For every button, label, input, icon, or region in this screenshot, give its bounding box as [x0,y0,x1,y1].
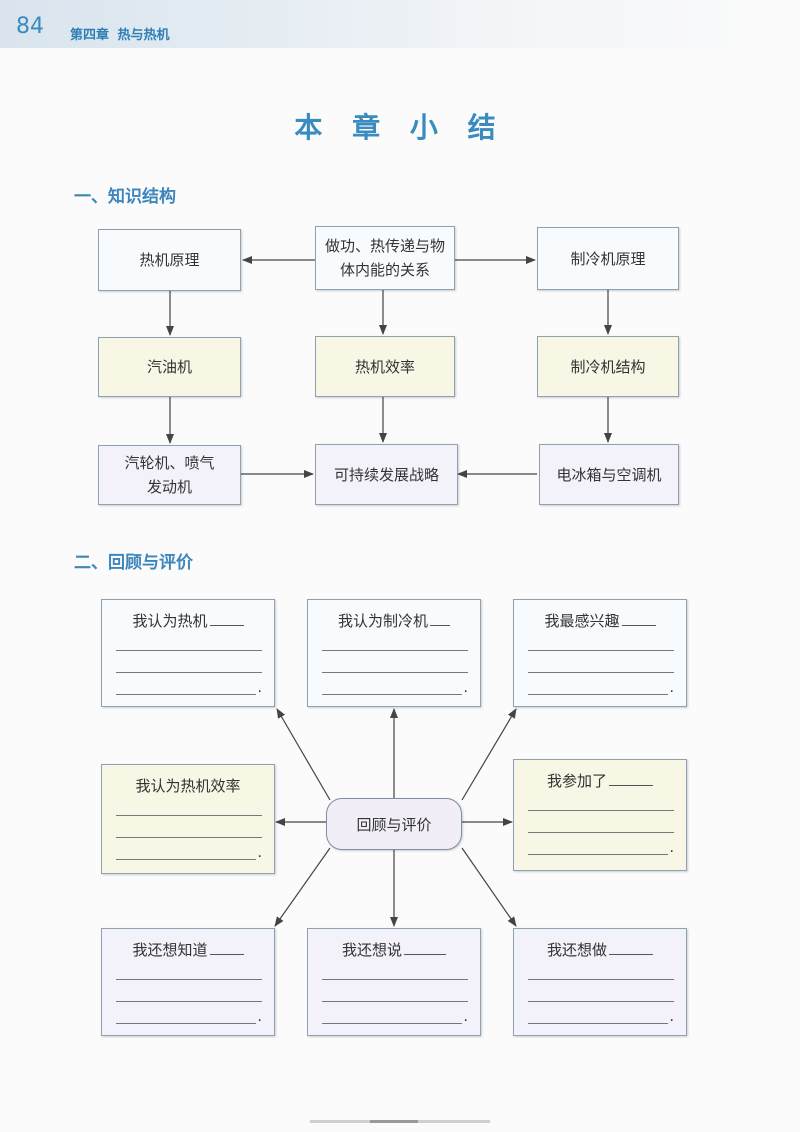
node-work-heat-internal-energy: 做功、热传递与物体内能的关系 [315,226,455,290]
review-box-fridge: 我认为制冷机 . [307,599,481,707]
section-knowledge-structure: 一、知识结构 [74,187,176,207]
review-box-want-to-say: 我还想说 . [307,928,481,1036]
header-band [0,0,800,48]
review-center-node: 回顾与评价 [326,798,462,850]
review-box-participated: 我参加了 . [513,759,687,871]
arrow-review-down-left [274,847,331,927]
arrow-review-up-left [276,708,331,801]
review-box-heat-engine: 我认为热机 . [101,599,275,707]
review-box-want-to-know: 我还想知道 . [101,928,275,1036]
node-fridge-aircon: 电冰箱与空调机 [539,444,679,505]
page-number: 84 [16,14,44,39]
review-box-want-to-do: 我还想做 . [513,928,687,1036]
node-fridge-principle: 制冷机原理 [537,227,679,290]
arrow-review-down-right [461,847,517,927]
arrow-review-up-right [461,708,517,801]
node-fridge-structure: 制冷机结构 [537,336,679,397]
footer-bar-marker [370,1120,418,1123]
node-sustainable-strategy: 可持续发展战略 [315,444,458,505]
review-box-efficiency: 我认为热机效率 . [101,764,275,874]
node-turbine-jet-engine: 汽轮机、喷气发动机 [98,445,241,505]
node-heat-engine-principle: 热机原理 [98,229,241,291]
section-review: 二、回顾与评价 [74,553,193,573]
review-box-interest: 我最感兴趣 . [513,599,687,707]
chapter-title: 第四章 热与热机 [70,28,170,43]
node-heat-engine-efficiency: 热机效率 [315,336,455,397]
node-gasoline-engine: 汽油机 [98,337,241,397]
page-title: 本 章 小 结 [294,111,506,144]
